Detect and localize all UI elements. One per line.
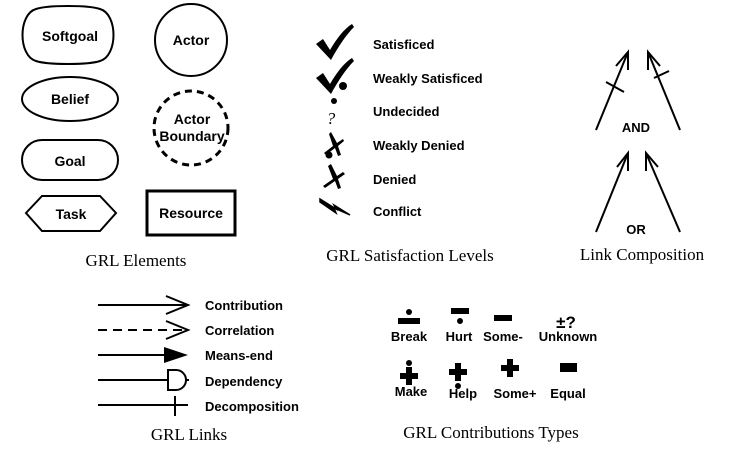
conflict-label: Conflict <box>373 204 422 219</box>
some-plus-label: Some+ <box>494 386 537 401</box>
unknown-label: Unknown <box>539 329 598 344</box>
resource-label: Resource <box>159 205 223 221</box>
means-end-label: Means-end <box>205 348 273 363</box>
correlation-link <box>98 320 191 340</box>
undecided-question-icon: ? <box>327 109 336 128</box>
weakly-satisficed-check-icon <box>316 58 354 94</box>
make-icon <box>400 360 418 385</box>
satisficed-check-icon <box>316 24 354 60</box>
correlation-label: Correlation <box>205 323 274 338</box>
goal-element: Goal <box>21 139 119 181</box>
help-icon <box>449 363 467 389</box>
satisfaction-levels-caption: GRL Satisfaction Levels <box>326 246 493 265</box>
grl-links-caption: GRL Links <box>151 425 227 444</box>
weakly-satisficed-label: Weakly Satisficed <box>373 71 483 86</box>
some-minus-icon <box>494 315 512 321</box>
link-composition-panel: AND OR Link Composition <box>580 49 705 264</box>
satisfaction-levels-panel: Satisficed Weakly Satisficed ? Undecided… <box>316 24 494 265</box>
undecided-dot-icon <box>331 98 337 104</box>
make-label: Make <box>395 384 428 399</box>
help-label: Help <box>449 386 477 401</box>
undecided-label: Undecided <box>373 104 440 119</box>
weakly-denied-label: Weakly Denied <box>373 138 465 153</box>
satisficed-label: Satisficed <box>373 37 434 52</box>
softgoal-element: Softgoal <box>21 5 115 65</box>
contribution-types-panel: Break Hurt Some- ±? Unknown Make Help <box>391 308 597 442</box>
unknown-icon: ±? <box>556 313 576 332</box>
weakly-denied-dot-icon <box>325 151 333 159</box>
actor-boundary-label-line2: Boundary <box>159 128 225 144</box>
contribution-label: Contribution <box>205 298 283 313</box>
break-label: Break <box>391 329 428 344</box>
task-label: Task <box>56 206 87 222</box>
contribution-types-caption: GRL Contributions Types <box>403 423 578 442</box>
and-right-arrow <box>647 49 681 131</box>
grl-links-panel: Contribution Correlation Means-end Depen… <box>98 295 299 444</box>
or-right-arrow <box>645 150 681 233</box>
break-icon <box>398 309 420 324</box>
goal-label: Goal <box>54 153 85 169</box>
actor-element: Actor <box>154 3 228 77</box>
contribution-link <box>98 295 191 315</box>
decomposition-label: Decomposition <box>205 399 299 414</box>
some-minus-label: Some- <box>483 329 523 344</box>
and-left-bar <box>605 81 625 93</box>
and-left-arrow <box>595 49 629 131</box>
or-left-arrow <box>595 150 629 233</box>
hurt-label: Hurt <box>446 329 473 344</box>
means-end-link <box>98 347 188 363</box>
equal-label: Equal <box>550 386 585 401</box>
and-label: AND <box>622 120 650 135</box>
link-composition-caption: Link Composition <box>580 245 705 264</box>
softgoal-label: Softgoal <box>42 28 98 44</box>
some-plus-icon <box>501 359 519 377</box>
weakly-satisficed-dot-icon <box>339 82 347 90</box>
actor-boundary-element: Actor Boundary <box>152 89 230 167</box>
belief-element: Belief <box>21 76 119 122</box>
conflict-lightning-icon <box>319 197 351 216</box>
weakly-denied-cross-icon <box>324 132 344 156</box>
grl-elements-panel: Softgoal Actor Belief Actor Boundary Goa… <box>21 3 237 270</box>
denied-cross-icon <box>323 164 345 189</box>
equal-icon <box>560 363 577 372</box>
denied-label: Denied <box>373 172 416 187</box>
resource-element: Resource <box>145 189 237 237</box>
actor-boundary-label-line1: Actor <box>174 111 211 127</box>
or-label: OR <box>626 222 646 237</box>
decomposition-link <box>98 396 188 416</box>
dependency-link <box>98 369 189 391</box>
and-right-bar <box>653 70 670 79</box>
dependency-label: Dependency <box>205 374 283 389</box>
grl-elements-caption: GRL Elements <box>86 251 187 270</box>
belief-label: Belief <box>51 91 89 107</box>
hurt-icon <box>451 308 469 324</box>
actor-label: Actor <box>173 32 210 48</box>
task-element: Task <box>24 195 118 232</box>
